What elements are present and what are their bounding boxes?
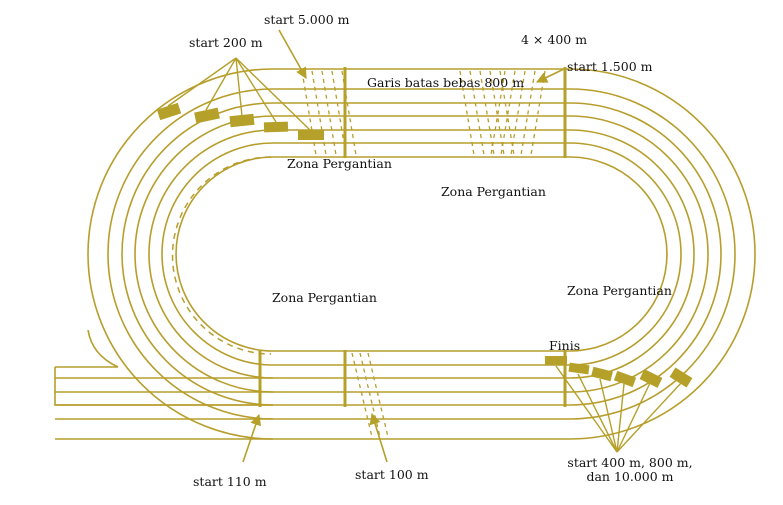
pointer-start-400-3 xyxy=(599,378,618,453)
lane-line-5 xyxy=(121,102,722,406)
zone-dash-mid-b-4 xyxy=(490,70,506,156)
zone-dash-left-1 xyxy=(311,70,327,156)
start-200-block-2 xyxy=(194,107,220,124)
pointer-start-100 xyxy=(369,412,388,463)
pointer-start-5000 xyxy=(278,29,307,79)
pointer-start-200-5 xyxy=(235,57,311,131)
bottom-zone-dash-0 xyxy=(351,352,373,438)
label-zona-pergantian-center: Zona Pergantian xyxy=(272,290,377,305)
zone-dash-mid-b-0 xyxy=(530,70,546,156)
straight-extension-end xyxy=(54,367,273,406)
bottom-zone-dash-1 xyxy=(359,352,381,438)
label-start-5000: start 5.000 m xyxy=(264,12,350,27)
dashed-lines xyxy=(171,70,546,438)
label-start-1500: start 1.500 m xyxy=(567,59,653,74)
start-200-block-1 xyxy=(156,102,182,121)
track-lanes xyxy=(87,68,756,440)
zone-dash-left-4 xyxy=(341,70,357,156)
start-200-block-4 xyxy=(263,121,289,133)
lane-line-3 xyxy=(148,129,695,379)
zone-dash-mid-a-3 xyxy=(489,70,505,156)
zone-dash-left-0 xyxy=(301,70,317,156)
pointer-start-400-4 xyxy=(616,383,625,453)
pointer-start-400-2 xyxy=(577,373,618,453)
home-straight-extension xyxy=(54,329,273,440)
straight-extension-curve xyxy=(55,329,119,368)
lane-line-4 xyxy=(134,115,709,393)
pointer-start-400-5 xyxy=(616,382,651,453)
lane-line-2 xyxy=(161,142,682,366)
start-400-block-6 xyxy=(669,367,693,388)
start-400-block-2 xyxy=(568,362,590,375)
bottom-zone-dash-2 xyxy=(367,352,389,438)
label-garis-batas-bebas: Garis batas bebas 800 m xyxy=(367,75,525,90)
pointer-start-200-2 xyxy=(205,57,237,111)
label-finis: Finis xyxy=(549,338,581,353)
staggered-start-markers xyxy=(156,102,693,388)
start-finish-lines xyxy=(258,67,567,407)
zone-dash-left-2 xyxy=(321,70,337,156)
label-start-100: start 100 m xyxy=(355,467,429,482)
label-zona-pergantian-top-left: Zona Pergantian xyxy=(287,156,392,171)
label-start-400-800-10000: start 400 m, 800 m, dan 10.000 m xyxy=(560,455,700,485)
zone-dash-mid-a-4 xyxy=(499,70,515,156)
zone-dash-mid-a-1 xyxy=(469,70,485,156)
pointer-start-400-1 xyxy=(555,365,618,453)
zone-dash-mid-b-1 xyxy=(520,70,536,156)
label-zona-pergantian-top-right: Zona Pergantian xyxy=(441,184,546,199)
start-400-block-1 xyxy=(545,356,567,365)
zone-dash-mid-b-3 xyxy=(500,70,516,156)
pointer-start-200-4 xyxy=(235,57,277,123)
lane-line-1 xyxy=(175,156,668,352)
start-400-block-4 xyxy=(613,370,637,388)
start-200-block-3 xyxy=(229,113,255,128)
lane-line-7 xyxy=(87,68,756,440)
pointer-start-200-3 xyxy=(235,57,243,117)
zone-dash-mid-b-2 xyxy=(510,70,526,156)
lane-line-6 xyxy=(107,88,736,420)
inner-dashed-curve xyxy=(171,156,272,355)
pointer-lines xyxy=(167,29,683,463)
zone-dash-mid-a-2 xyxy=(479,70,495,156)
pointer-start-1500 xyxy=(535,67,567,83)
label-4x400: 4 × 400 m xyxy=(521,32,588,47)
label-zona-pergantian-right: Zona Pergantian xyxy=(567,283,672,298)
label-start-400-line2: dan 10.000 m xyxy=(586,469,674,485)
zone-dash-mid-a-0 xyxy=(459,70,475,156)
start-400-block-5 xyxy=(639,369,663,388)
zone-dash-left-3 xyxy=(331,70,347,156)
label-start-200: start 200 m xyxy=(189,35,263,50)
start-400-block-3 xyxy=(591,366,613,382)
pointer-start-400-6 xyxy=(616,381,683,453)
start-200-block-5 xyxy=(298,130,324,140)
pointer-start-110 xyxy=(242,413,262,463)
label-start-400-line1: start 400 m, 800 m, xyxy=(567,455,693,470)
label-start-110: start 110 m xyxy=(193,474,267,489)
pointer-start-200-1 xyxy=(167,57,237,107)
